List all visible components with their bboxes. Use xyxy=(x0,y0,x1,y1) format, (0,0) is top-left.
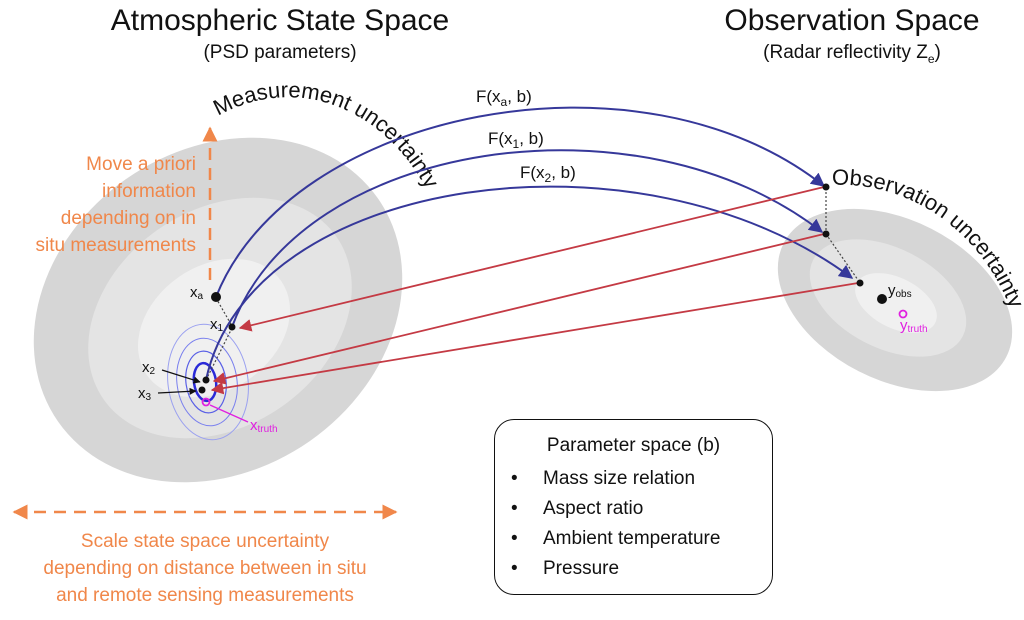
state-link-1 xyxy=(215,297,233,327)
obs-space-ellipses xyxy=(777,208,1013,392)
label-x3: x3 xyxy=(138,385,152,403)
parameter-item: Mass size relation xyxy=(511,464,720,494)
apriori-line-2: information xyxy=(102,181,196,202)
forward-arrows xyxy=(205,106,854,381)
label-x1: x1 xyxy=(210,316,224,334)
forward-label-x1: F(x1, b) xyxy=(488,129,544,151)
point-fxa xyxy=(822,183,830,191)
forward-label-x2: F(x2, b) xyxy=(520,163,576,185)
label-xa: xa xyxy=(190,284,204,302)
point-fx1 xyxy=(822,230,830,238)
point-ytruth xyxy=(898,309,908,319)
state-space-subtitle: (PSD parameters) xyxy=(203,42,356,63)
apriori-line-3: depending on in xyxy=(61,208,196,229)
point-fx2 xyxy=(856,279,864,287)
parameter-item: Ambient temperature xyxy=(511,524,720,554)
obs-ellipse-inner xyxy=(855,273,937,333)
apriori-line-4: situ measurements xyxy=(35,235,196,256)
state-space-title: Atmospheric State Space xyxy=(111,4,450,37)
point-x2 xyxy=(202,376,210,384)
state-dotted-links xyxy=(205,297,233,381)
forward-arrow-xa xyxy=(215,106,826,298)
xtruth-pointer xyxy=(209,404,249,423)
label-yobs: yobs xyxy=(888,282,912,300)
parameter-item: Aspect ratio xyxy=(511,494,720,524)
contour-3 xyxy=(176,337,238,427)
scale-line-2: depending on distance between in situ xyxy=(43,558,366,579)
x3-pointer xyxy=(157,387,197,395)
obs-link-2 xyxy=(825,233,859,281)
parameter-list: Mass size relation Aspect ratio Ambient … xyxy=(511,464,720,584)
retrieval-arrow-3 xyxy=(210,282,859,395)
state-link-2 xyxy=(205,327,233,381)
retrieval-arrows xyxy=(210,186,859,395)
retrieval-arrow-1 xyxy=(238,186,825,332)
forward-label-xa: F(xa, b) xyxy=(476,87,532,109)
retrieval-arrow-2 xyxy=(212,233,825,385)
x2-pointer xyxy=(161,369,201,384)
scale-line-1: Scale state space uncertainty xyxy=(81,531,330,552)
parameter-space-title: Parameter space (b) xyxy=(546,435,721,456)
point-xa xyxy=(211,292,221,302)
scale-line-3: and remote sensing measurements xyxy=(56,585,354,606)
forward-arrow-x2 xyxy=(205,185,854,381)
label-ytruth: ytruth xyxy=(900,317,928,335)
parameter-space-box: Parameter space (b) Mass size relation A… xyxy=(494,419,773,595)
label-xtruth: xtruth xyxy=(250,417,278,435)
point-x3 xyxy=(198,386,206,394)
point-yobs xyxy=(877,294,887,304)
obs-space-title: Observation Space xyxy=(724,4,979,37)
obs-dotted-links xyxy=(825,188,859,281)
apriori-move-text: Move a priori information depending on i… xyxy=(35,154,196,256)
forward-arrow-x1 xyxy=(231,149,824,328)
apriori-line-1: Move a priori xyxy=(86,154,196,175)
scale-uncertainty-text: Scale state space uncertainty depending … xyxy=(43,531,366,606)
obs-space-subtitle: (Radar reflectivity Ze) xyxy=(763,42,941,66)
parameter-item: Pressure xyxy=(511,554,720,584)
point-xtruth xyxy=(201,397,211,407)
point-x1 xyxy=(228,323,236,331)
label-x2: x2 xyxy=(142,359,156,377)
contour-outer xyxy=(167,323,249,441)
